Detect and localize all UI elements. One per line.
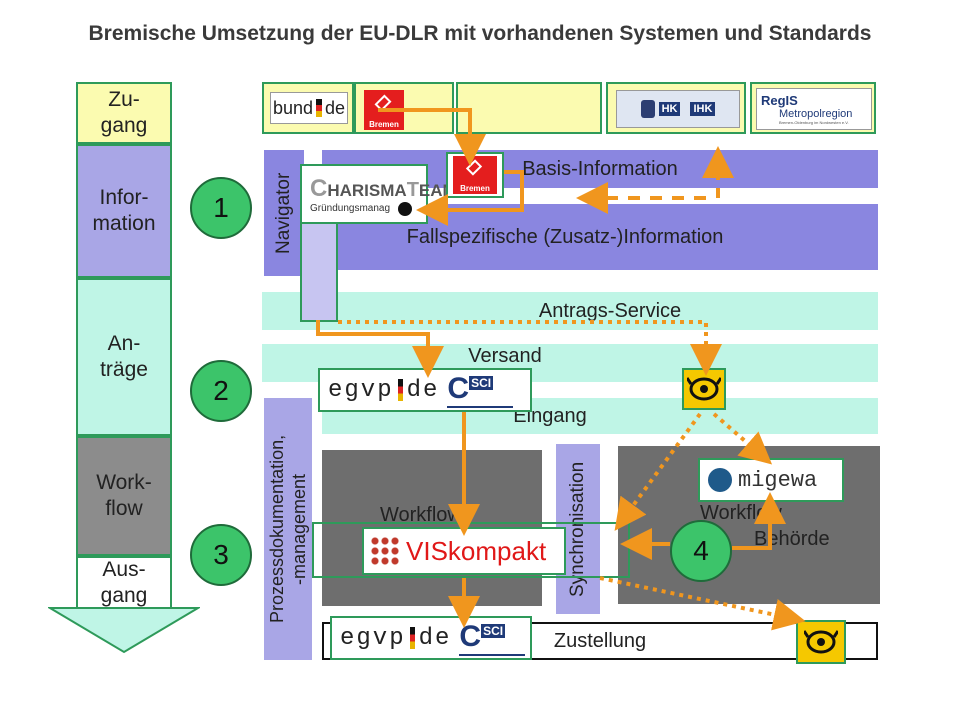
bund-logo: bund de [270,92,348,124]
charisma-c-icon: C [310,174,328,202]
ihk-text: IHK [690,102,716,116]
charisma-dot-icon [398,202,412,216]
phase-information: Infor- mation [76,144,172,278]
regis-logo: RegIS Metropolregion Bremen-Oldenburg im… [756,88,872,130]
crest-icon [640,100,655,118]
logo-box-empty [456,82,602,134]
prozess-band [264,398,312,660]
osci-c-icon: C [447,372,470,405]
navigator-label: Navigator [273,172,294,254]
step-3-badge: 3 [190,524,252,586]
phase-ausgang: Aus- gang [76,556,172,608]
migewa-text: migewa [738,467,818,493]
metropolregion-text: Metropolregion [779,108,853,120]
logo-box-bund: bund de [262,82,354,134]
egvp-text-2: egvp [340,624,406,652]
metropolregion-sub: Bremen-Oldenburg im Nordwesten e.V. [779,120,849,125]
post-horn-glyph-icon-2 [804,630,838,654]
post-horn-icon [682,368,726,410]
viskompakt-dots-icon [370,536,400,566]
post-horn-icon-2 [796,620,846,664]
post-horn-glyph-icon [687,377,721,401]
regis-text: RegIS [761,93,798,108]
logo-box-regis: RegIS Metropolregion Bremen-Oldenburg im… [750,82,876,134]
egvp-osci-versand-logo: egvp de C SCI [318,368,532,412]
basis-information-label: Basis-Information [522,157,678,180]
bund-text: bund [272,97,313,118]
osci-c-icon-2: C [459,620,482,653]
charisma-sub: Gründungsmanag [310,202,391,214]
migewa-logo: migewa [698,458,844,502]
navigator-band [264,150,304,276]
migewa-globe-icon [708,468,732,492]
bremen-logo: Bremen [364,90,404,130]
bremen-small-logo: Bremen [453,156,497,194]
logo-box-bremen: Bremen [354,82,454,134]
logo-box-hk-ihk: HK IHK [606,82,746,134]
charisma-team-logo: CHARISMATEAM Gründungsmanag [300,164,457,224]
phase-antraege: An- träge [76,278,172,436]
viskompakt-text: VISkompakt [406,535,547,566]
osci-logo-2: C SCI [459,620,526,656]
step-1-badge: 1 [190,177,252,239]
osci-text: SCI [469,376,494,390]
page-title: Bremische Umsetzung der EU-DLR mit vorha… [88,22,872,45]
charisma-t-icon: T [406,178,419,201]
egvp-dots-icon [397,379,403,401]
hk-text: HK [658,102,681,116]
eingang-band: Eingang [322,398,878,434]
step-4-badge: 4 [670,520,732,582]
prozess-label: Prozessdokumentation, -management [267,434,309,624]
output-arrow-icon [48,607,200,654]
antrags-service-label: Antrags-Service [538,299,682,322]
charisma-title: CHARISMATEAM [310,175,457,203]
hk-ihk-logo: HK IHK [616,90,740,128]
bremen-small-text: Bremen [460,184,490,193]
viskompakt-logo: VISkompakt [362,527,566,575]
egvp-tld-2: de [418,624,452,652]
egvp-osci-zustellung-logo: egvp de C SCI [330,616,532,660]
bremen-logo-text: Bremen [369,120,399,129]
phase-workflow: Work- flow [76,436,172,556]
egvp-text: egvp [328,376,394,404]
osci-logo: C SCI [447,372,514,408]
bremen-key-icon [374,94,392,112]
egvp-dots-icon-2 [409,627,415,649]
fallspezifisch-label: Fallspezifische (Zusatz-)Information [406,225,724,248]
workflow-left-label: Workflow [380,504,462,526]
egvp-tld: de [406,376,440,404]
bund-tld: de [325,97,346,118]
antrags-service-band: Antrags-Service [262,292,878,330]
step-2-badge: 2 [190,360,252,422]
osci-text-2: SCI [481,624,506,638]
bund-dots-icon [316,99,322,117]
charisma-text: HARISMA [327,180,407,200]
versand-label: Versand [468,344,542,367]
bremen-small-logo-frame: Bremen [446,152,504,198]
phase-zugang: Zu- gang [76,82,172,144]
zustellung-label: Zustellung [553,629,647,652]
bremen-small-key-icon [465,159,483,176]
behoerde-label: Behörde [754,528,830,550]
